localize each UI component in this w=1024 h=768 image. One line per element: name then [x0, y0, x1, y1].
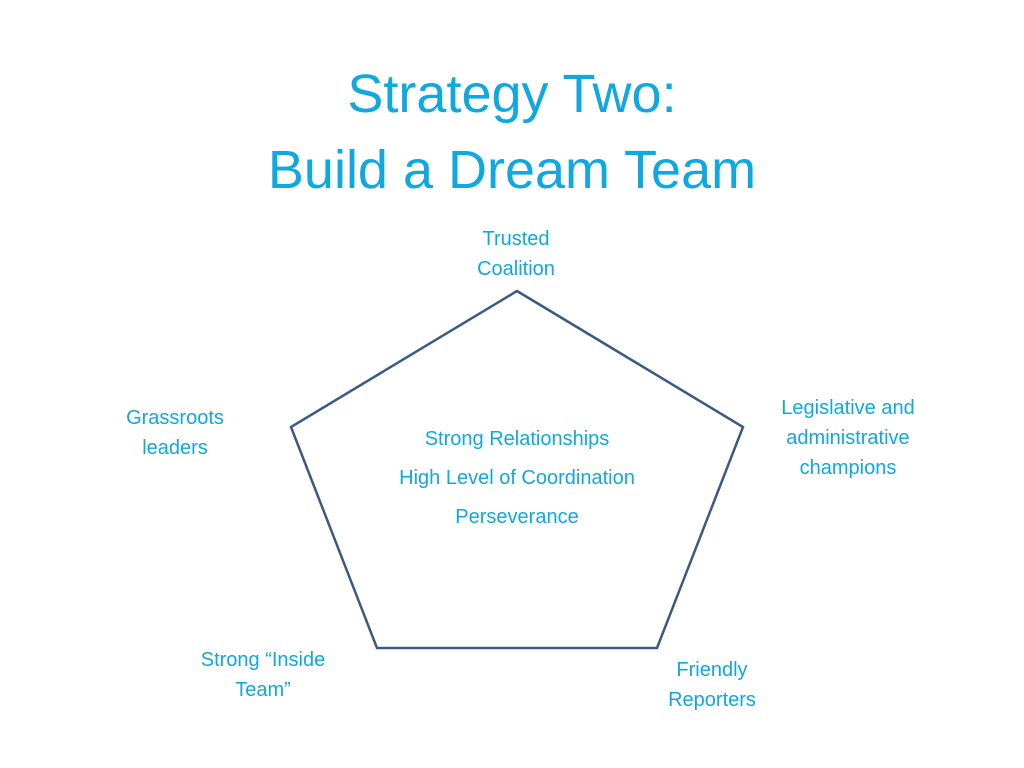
center-item: High Level of Coordination: [399, 467, 635, 489]
slide-title-line-2: Build a Dream Team: [267, 140, 757, 200]
center-item-list: Strong Relationships High Level of Coord…: [317, 424, 717, 541]
vertex-label-line: administrative: [786, 427, 910, 449]
vertex-label-line: Friendly: [676, 659, 748, 681]
vertex-label-line: leaders: [142, 437, 208, 459]
center-item: Strong Relationships: [424, 428, 610, 450]
vertex-label-line: Reporters: [668, 689, 756, 711]
vertex-label-line: Strong “Inside: [200, 649, 326, 671]
vertex-label-line: Team”: [235, 679, 291, 701]
vertex-label-trusted-coalition: Trusted Coalition: [416, 224, 616, 284]
vertex-label-line: Grassroots: [126, 407, 224, 429]
vertex-label-line: Legislative and: [781, 397, 915, 419]
vertex-label-grassroots-leaders: Grassroots leaders: [75, 403, 275, 463]
slide-title-line-1: Strategy Two:: [347, 64, 677, 124]
vertex-label-legislative-champions: Legislative and administrative champions: [748, 393, 948, 483]
vertex-label-line: champions: [799, 457, 897, 479]
vertex-label-line: Trusted: [482, 228, 550, 250]
center-item: Perseverance: [455, 506, 579, 528]
slide-title: Strategy Two: Build a Dream Team: [0, 56, 1024, 208]
vertex-label-friendly-reporters: Friendly Reporters: [612, 655, 812, 715]
vertex-label-line: Coalition: [477, 258, 555, 280]
vertex-label-inside-team: Strong “Inside Team”: [163, 645, 363, 705]
pentagon-outline: [289, 289, 745, 650]
